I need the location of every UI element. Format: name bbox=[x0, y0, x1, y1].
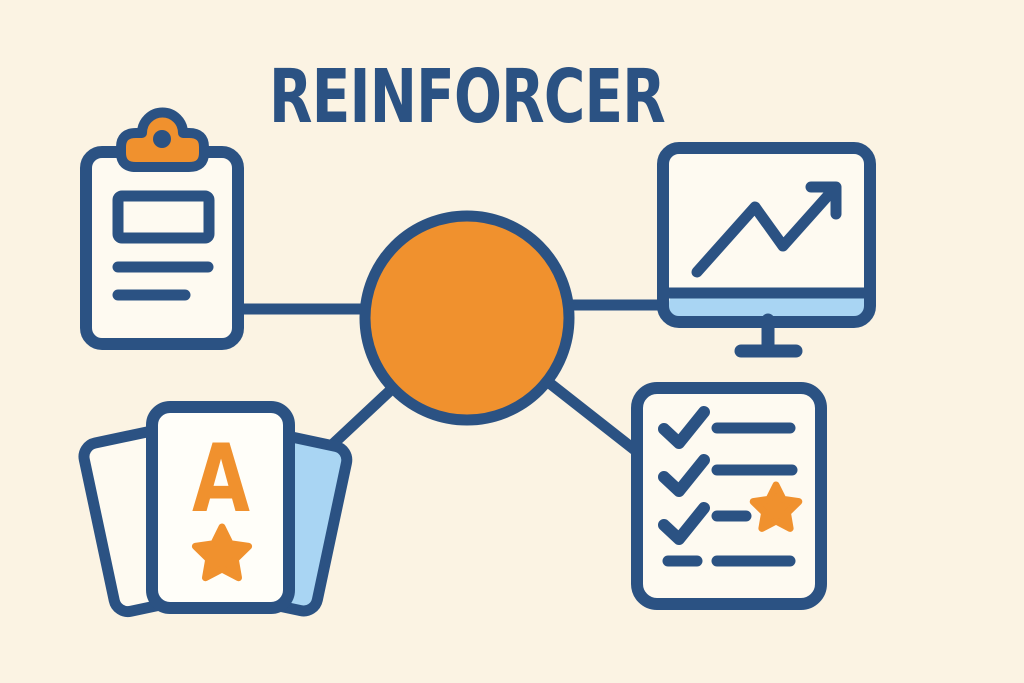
monitor-taskbar bbox=[669, 294, 865, 317]
star-icon-flashcard bbox=[191, 523, 253, 582]
checklist-icon bbox=[631, 382, 827, 610]
clipboard-board bbox=[80, 146, 244, 350]
clipboard-frame bbox=[112, 190, 215, 244]
checklist-page bbox=[631, 382, 827, 610]
reinforcer-circle bbox=[359, 210, 575, 426]
clip-button bbox=[153, 130, 171, 148]
clipboard-icon bbox=[80, 107, 244, 350]
page-title: REINFORCER bbox=[269, 54, 665, 140]
monitor-icon bbox=[657, 142, 876, 358]
star-icon-checklist bbox=[749, 481, 803, 532]
check-icon-2 bbox=[658, 454, 710, 497]
flashcard-letter: A bbox=[192, 425, 250, 534]
flashcards-icon: A bbox=[78, 401, 353, 618]
flashcard-front bbox=[146, 401, 295, 614]
check-icon-3 bbox=[658, 502, 710, 545]
trend-line bbox=[691, 184, 839, 278]
trend-arrowhead bbox=[805, 181, 842, 220]
trend-arrow-icon bbox=[691, 181, 842, 278]
check-icon-1 bbox=[658, 406, 710, 449]
